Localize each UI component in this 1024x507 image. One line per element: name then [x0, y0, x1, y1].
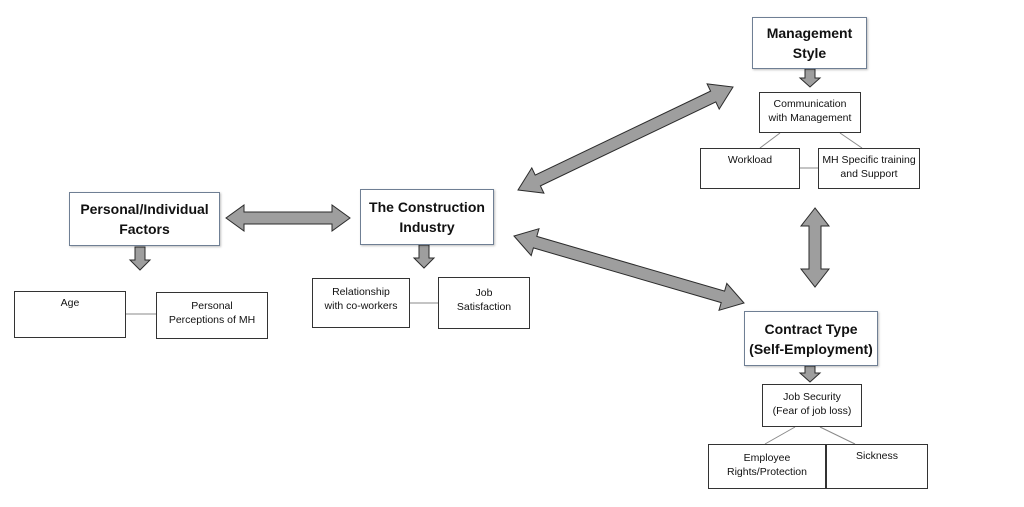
node-sickness: Sickness: [826, 444, 928, 489]
node-construction-industry-label: The Construction Industry: [369, 199, 485, 235]
down-arrow-contract: [798, 365, 822, 383]
node-employee-rights: Employee Rights/Protection: [708, 444, 826, 489]
node-job-satisfaction-label: Job Satisfaction: [456, 287, 512, 313]
node-relationship-coworkers-label: Relationship with co-workers: [324, 286, 398, 312]
double-arrow-personal-construction: [225, 204, 351, 232]
double-arrow-construction-management: [517, 83, 734, 194]
connector-comm-workload: [759, 132, 781, 149]
node-job-security: Job Security (Fear of job loss): [762, 384, 862, 427]
node-employee-rights-label: Employee Rights/Protection: [727, 452, 807, 478]
connector-security-sickness: [819, 426, 856, 445]
node-workload: Workload: [700, 148, 800, 189]
down-arrow-management: [798, 68, 822, 88]
node-age: Age: [14, 291, 126, 338]
node-mh-training: MH Specific training and Support: [818, 148, 920, 189]
node-workload-label: Workload: [727, 154, 773, 166]
node-contract-type: Contract Type (Self-Employment): [744, 311, 878, 366]
node-relationship-coworkers: Relationship with co-workers: [312, 278, 410, 328]
down-arrow-personal: [128, 246, 152, 271]
node-age-label: Age: [60, 297, 80, 309]
node-contract-type-label: Contract Type (Self-Employment): [749, 320, 873, 357]
node-personal-factors-label: Personal/Individual Factors: [80, 201, 209, 237]
arrow-shapes: [128, 68, 831, 383]
node-mh-training-label: MH Specific training and Support: [822, 154, 916, 180]
node-personal-perceptions: Personal Perceptions of MH: [156, 292, 268, 339]
node-sickness-label: Sickness: [855, 450, 898, 462]
node-job-satisfaction: Job Satisfaction: [438, 277, 530, 329]
node-management-style-label: Management Style: [766, 25, 853, 61]
down-arrow-construction: [412, 244, 436, 269]
connector-comm-training: [839, 132, 863, 149]
node-personal-perceptions-label: Personal Perceptions of MH: [168, 300, 256, 326]
node-personal-factors: Personal/Individual Factors: [69, 192, 220, 246]
double-arrow-management-contract: [799, 207, 831, 288]
node-communication-management: Communication with Management: [759, 92, 861, 133]
double-arrow-construction-contract: [513, 227, 745, 312]
connector-security-rights: [764, 426, 796, 445]
node-management-style: Management Style: [752, 17, 867, 69]
connector-lines: [126, 132, 863, 445]
node-communication-management-label: Communication with Management: [768, 98, 852, 124]
node-construction-industry: The Construction Industry: [360, 189, 494, 245]
node-job-security-label: Job Security (Fear of job loss): [772, 391, 852, 417]
